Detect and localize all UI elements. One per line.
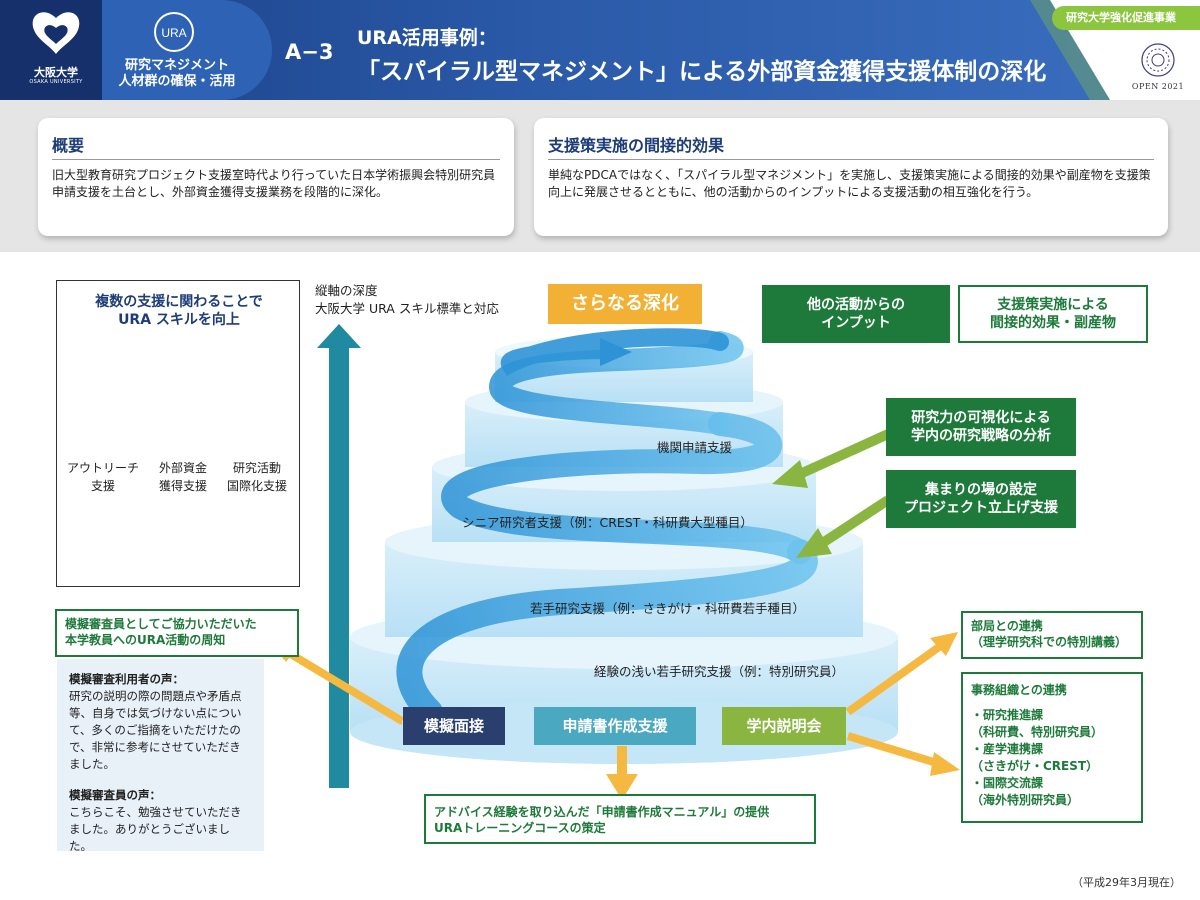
gathering-setup-line1: 集まりの場の設定 [925,482,1037,498]
mock-effect-box: 模擬審査員としてご協力いただいた 本学教員へのURA活動の周知 [55,609,299,657]
input-box-line2: インプット [821,315,891,331]
overview-heading: 概要 [52,136,85,155]
effects-text: 単純なPDCAではなく、「スパイラル型マネジメント」を実施し、支援策実施による間… [548,168,1151,199]
tier-label-senior: シニア研究者支援（例：CREST・科研費大型種目） [462,515,753,530]
university-name: 大阪大学 [34,66,78,79]
application-support-button: 申請書作成支援 [534,707,696,745]
input-box-line1: 他の活動からの [807,297,905,313]
research-visualization-line1: 研究力の可視化による [911,410,1051,426]
indirect-effect-box: 支援策実施による間接的効果・副産物 [958,285,1148,343]
user-voice-text: 研究の説明の際の問題点や矛盾点等、自身では気づけない点について、多くのご指摘をい… [69,689,242,771]
effects-card: 支援策実施の間接的効果 単純なPDCAではなく、「スパイラル型マネジメント」を実… [534,118,1168,236]
summary-band: 概要 旧大型教育研究プロジェクト支援室時代より行っていた日本学術振興会特別研究員… [0,100,1200,252]
effects-heading: 支援策実施の間接的効果 [548,136,725,155]
depth-axis-label: 縦軸の深度 大阪大学 URA スキル標準と対応 [315,282,499,318]
university-logo-block [0,0,112,100]
effect-box-line2: 間接的効果・副産物 [990,315,1116,331]
reviewer-voice-heading: 模擬審査員の声： [69,788,161,802]
input-from-other-activities-box: 他の活動からのインプット [762,285,950,343]
section-label: 研究マネジメント 人材群の確保・活用 [102,58,252,90]
research-intl-label-line1: 研究活動 [232,461,281,475]
footer-date-note: （平成29年3月現在） [1072,876,1181,889]
open-label: OPEN 2021 [1131,82,1185,91]
skill-panel-title: 複数の支援に関わることで URA スキルを向上 [57,293,301,329]
spiral-arrowhead [600,338,632,366]
yellow-arrows [268,632,960,800]
header-banner: 大阪大学 OSAKA UNIVERSITY URA 研究マネジメント 人材群の確… [0,0,1200,100]
overview-card: 概要 旧大型教育研究プロジェクト支援室時代より行っていた日本学術振興会特別研究員… [38,118,514,236]
mock-interview-button: 模擬面接 [403,707,505,745]
effect-box-line1: 支援策実施による [997,297,1109,313]
page-title-line1: URA活用事例： [357,27,497,49]
depth-axis-label-line2: 大阪大学 URA スキル標準と対応 [315,301,499,316]
admin-link-box: 事務組織との連携 ・研究推進課 （科研費、特別研究員） ・産学連携課 （さきがけ… [961,672,1143,823]
university-logo-icon [32,12,80,54]
research-visualization-box: 研究力の可視化による学内の研究戦略の分析 [886,398,1076,456]
case-id: A−3 [285,40,334,64]
admin-item: （海外特別研究員） [971,793,1080,807]
reviewer-voice-text: こちらこそ、勉強させていただきました。ありがとうございました。 [69,805,242,853]
green-arrows [772,429,891,558]
section-label-line2: 人材群の確保・活用 [118,74,236,89]
research-intl-label-line2: 国際化支援 [226,479,287,493]
section-label-line1: 研究マネジメント [124,58,229,73]
tier-label-institutional: 機関申請支援 [657,440,733,455]
admin-link-title: 事務組織との連携 [971,683,1067,697]
mock-effect-line2: 本学教員へのURA活動の周知 [65,633,226,647]
ura-logo-icon: URA [154,12,194,52]
skill-title-line1: 複数の支援に関わることで [95,294,263,310]
admin-item: ・研究推進課 [971,708,1044,722]
admin-item: （科研費、特別研究員） [971,725,1104,739]
department-link-box: 部局との連携 （理学研究科での特別講義） [961,611,1143,659]
gathering-setup-line2: プロジェクト立上げ支援 [904,500,1058,516]
department-link-line2: （理学研究科での特別講義） [971,635,1128,649]
open-emblem-icon [1141,43,1175,77]
tier-label-early-career: 経験の浅い若手研究支援（例：特別研究員） [594,664,845,679]
deepen-label: さらなる深化 [548,284,702,324]
admin-item: ・産学連携課 [971,742,1044,756]
mock-effect-line1: 模擬審査員としてご協力いただいた [65,617,257,631]
campus-briefing-button: 学内説明会 [722,707,846,745]
skill-title-line2: URA スキルを向上 [118,312,240,328]
tier-label-young: 若手研究支援（例：さきがけ・科研費若手種目） [530,601,806,616]
effects-divider [548,159,1154,160]
skill-panel: 複数の支援に関わることで URA スキルを向上 [56,280,300,587]
depth-axis-label-line1: 縦軸の深度 [315,283,378,298]
admin-item: ・国際交流課 [971,776,1044,790]
outreach-label-line2: 支援 [90,479,115,493]
gathering-setup-box: 集まりの場の設定プロジェクト立上げ支援 [886,470,1076,528]
ura-logo-text: URA [161,26,186,40]
section-block [102,0,272,100]
research-intl-label: 研究活動 国際化支援 [220,459,294,495]
outreach-label-line1: アウトリーチ [66,461,139,475]
manual-outcome-box: アドバイス経験を取り込んだ「申請書作成マニュアル」の提供 URAトレーニングコー… [424,794,816,844]
overview-divider [52,159,500,160]
feedback-box: 模擬審査利用者の声： 研究の説明の際の問題点や矛盾点等、自身では気づけない点につ… [57,659,264,853]
funding-label-line2: 獲得支援 [158,479,207,493]
overview-text: 旧大型教育研究プロジェクト支援室時代より行っていた日本学術振興会特別研究員申請支… [52,168,496,199]
page-title-line2: 「スパイラル型マネジメント」による外部資金獲得支援体制の深化 [357,59,1047,85]
manual-outcome-line1: アドバイス経験を取り込んだ「申請書作成マニュアル」の提供 [434,805,770,819]
funding-label: 外部資金 獲得支援 [146,459,220,495]
user-voice-heading: 模擬審査利用者の声： [69,672,184,686]
research-visualization-line2: 学内の研究戦略の分析 [911,428,1051,444]
university-name-en: OSAKA UNIVERSITY [29,79,83,85]
manual-outcome-line2: URAトレーニングコースの策定 [434,821,606,835]
program-tag: 研究大学強化促進事業 [1052,6,1200,30]
department-link-line1: 部局との連携 [971,619,1043,633]
spiral-band [396,328,818,725]
funding-label-line1: 外部資金 [158,461,207,475]
admin-item: （さきがけ・CREST） [971,759,1099,773]
outreach-label: アウトリーチ 支援 [66,459,140,495]
